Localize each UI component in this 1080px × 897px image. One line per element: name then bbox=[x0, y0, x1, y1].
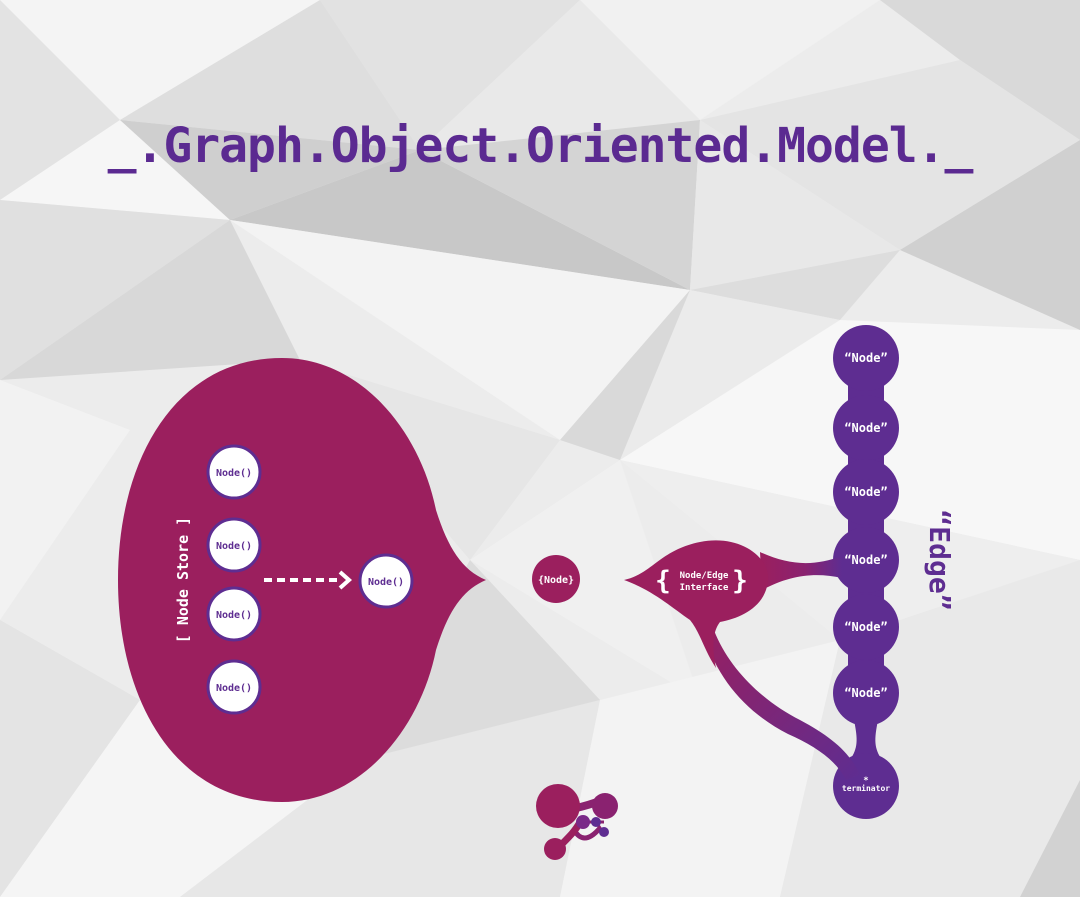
terminator-mark: * bbox=[863, 776, 868, 786]
store-node-label: Node() bbox=[216, 468, 252, 479]
edge-node-label[interactable]: “Node” bbox=[844, 686, 887, 700]
edge-node-label[interactable]: “Node” bbox=[844, 351, 887, 365]
dashed-arrow-icon bbox=[264, 570, 353, 590]
output-node-label: Node() bbox=[368, 577, 404, 588]
center-node[interactable]: {Node} bbox=[532, 555, 580, 603]
center-node-label: {Node} bbox=[538, 575, 574, 586]
store-node-label: Node() bbox=[216, 541, 252, 552]
interface-label-line2: Interface bbox=[680, 583, 729, 593]
store-node[interactable]: Node() bbox=[206, 444, 262, 500]
node-store-label: [ Node Store ] bbox=[174, 517, 192, 643]
edge-label: “Edge” bbox=[923, 509, 956, 610]
store-node-label: Node() bbox=[216, 683, 252, 694]
interface-blob bbox=[624, 540, 769, 668]
edge-node-label[interactable]: “Node” bbox=[844, 620, 887, 634]
molecule-logo-icon bbox=[536, 784, 618, 860]
page-title: _.Graph.Object.Oriented.Model._ bbox=[107, 118, 974, 174]
edge-node-label[interactable]: “Node” bbox=[844, 485, 887, 499]
interface-brace-close: } bbox=[732, 566, 748, 596]
store-node[interactable]: Node() bbox=[206, 659, 262, 715]
output-node[interactable]: Node() bbox=[358, 553, 414, 609]
store-node-label: Node() bbox=[216, 610, 252, 621]
edge-node-label[interactable]: “Node” bbox=[844, 421, 887, 435]
interface-brace-open: { bbox=[655, 566, 671, 596]
store-node[interactable]: Node() bbox=[206, 517, 262, 573]
interface-lower-branch bbox=[700, 610, 860, 780]
edge-chain bbox=[833, 325, 899, 819]
store-node[interactable]: Node() bbox=[206, 586, 262, 642]
terminator-label[interactable]: terminator bbox=[842, 783, 890, 793]
interface-upper-branch bbox=[760, 552, 842, 590]
interface-label-line1: Node/Edge bbox=[680, 571, 729, 581]
edge-node-label[interactable]: “Node” bbox=[844, 553, 887, 567]
